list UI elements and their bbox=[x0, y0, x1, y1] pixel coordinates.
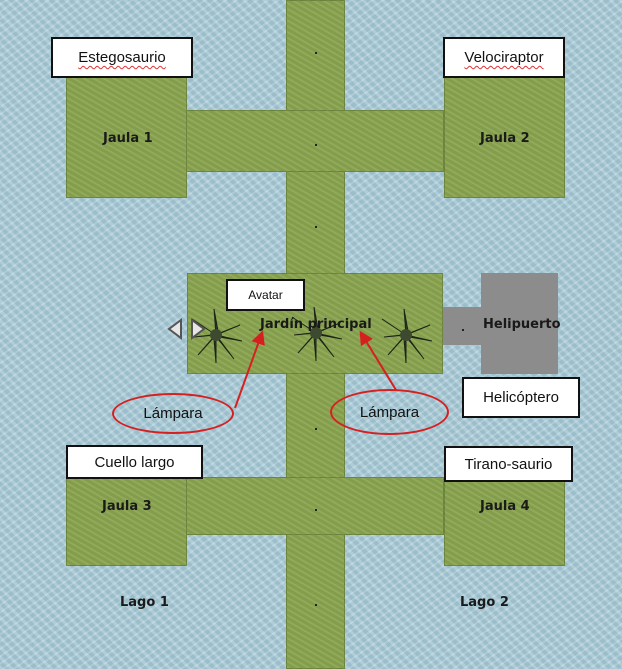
cage-1-label: Jaula 1 bbox=[103, 131, 153, 146]
cage-3-label: Jaula 3 bbox=[102, 499, 152, 514]
bottom-path-horizontal bbox=[186, 477, 444, 535]
tyrannosaurus-label: Tirano-saurio bbox=[444, 446, 573, 482]
path-marker bbox=[315, 144, 317, 146]
lamp-right-annotation: Lámpara bbox=[330, 389, 449, 435]
arrow-left-icon[interactable] bbox=[166, 318, 184, 340]
heliport-connector bbox=[443, 307, 483, 345]
top-path-horizontal bbox=[186, 110, 444, 172]
lamp-left-annotation: Lámpara bbox=[112, 393, 234, 434]
velociraptor-label: Velociraptor bbox=[443, 37, 565, 78]
lake-1-label: Lago 1 bbox=[120, 595, 169, 610]
lamp-left-pointer bbox=[234, 330, 265, 409]
stegosaurus-label: Estegosaurio bbox=[51, 37, 193, 78]
palm-tree-icon bbox=[381, 308, 433, 364]
path-marker bbox=[315, 226, 317, 228]
cage-2-label: Jaula 2 bbox=[480, 131, 530, 146]
heliport-label: Helipuerto bbox=[483, 317, 561, 332]
long-neck-label: Cuello largo bbox=[66, 445, 203, 479]
lamp-right-pointer bbox=[359, 330, 397, 391]
path-marker bbox=[315, 52, 317, 54]
path-marker bbox=[462, 329, 464, 331]
cage-4[interactable] bbox=[444, 476, 565, 566]
path-marker bbox=[315, 604, 317, 606]
helicopter-label[interactable]: Helicóptero bbox=[462, 377, 580, 418]
arrow-right-icon[interactable] bbox=[189, 318, 207, 340]
cage-2[interactable] bbox=[444, 77, 565, 198]
heliport-pad[interactable] bbox=[481, 273, 558, 374]
cage-1[interactable] bbox=[66, 77, 187, 198]
lake-2-label: Lago 2 bbox=[460, 595, 509, 610]
path-marker bbox=[315, 428, 317, 430]
avatar-label[interactable]: Avatar bbox=[226, 279, 305, 311]
path-marker bbox=[315, 509, 317, 511]
garden-label: Jardín principal bbox=[260, 317, 372, 332]
cage-3[interactable] bbox=[66, 476, 187, 566]
palm-tree-icon bbox=[291, 306, 343, 362]
cage-4-label: Jaula 4 bbox=[480, 499, 530, 514]
palm-tree-icon bbox=[191, 308, 243, 364]
